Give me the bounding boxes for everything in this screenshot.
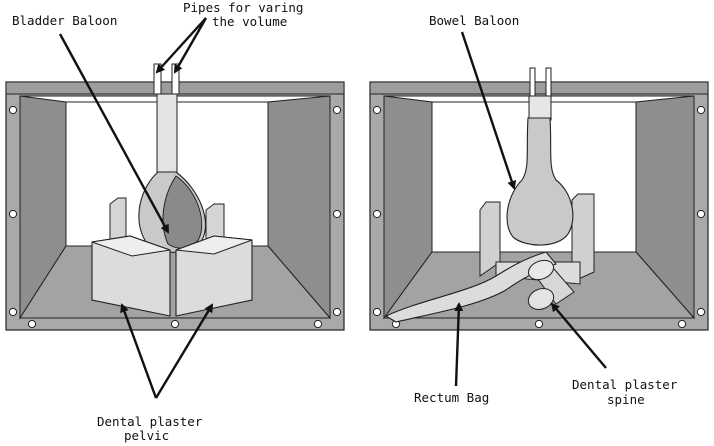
- label-pelvic-line1: Dental plaster: [97, 414, 203, 429]
- arrow-pipe-right: [173, 17, 208, 74]
- volume-pipes: [153, 63, 180, 175]
- bladder-balloon: [138, 171, 206, 253]
- arrow-pelvic-left: [120, 303, 158, 399]
- arrow-bowel: [460, 31, 517, 190]
- arrow-bladder: [58, 33, 170, 234]
- annotation-arrows: [58, 17, 607, 399]
- dental-plaster-spine: [527, 259, 575, 310]
- arrow-rectum: [454, 302, 464, 387]
- bowel-pipes: [528, 67, 552, 121]
- left-plaster-posts: [109, 197, 225, 247]
- label-pelvic-line2: pelvic: [124, 428, 169, 443]
- label-rectum-bag: Rectum Bag: [414, 390, 489, 405]
- label-spine-line1: Dental plaster: [572, 377, 678, 392]
- arrow-spine: [550, 302, 607, 369]
- label-pipes-line1: Pipes for varing: [183, 0, 303, 15]
- label-pipes-line2: the volume: [212, 14, 287, 29]
- bowel-balloon: [506, 117, 574, 246]
- arrow-pelvic-right: [154, 303, 214, 399]
- pelvic-plaster-block-left: [91, 235, 171, 317]
- label-bladder-balloon: Bladder Baloon: [12, 13, 117, 28]
- label-spine-line2: spine: [607, 392, 645, 407]
- label-bowel-balloon: Bowel Baloon: [429, 13, 519, 28]
- arrow-pipe-left: [155, 17, 207, 74]
- pelvic-plaster-block-right: [175, 235, 253, 317]
